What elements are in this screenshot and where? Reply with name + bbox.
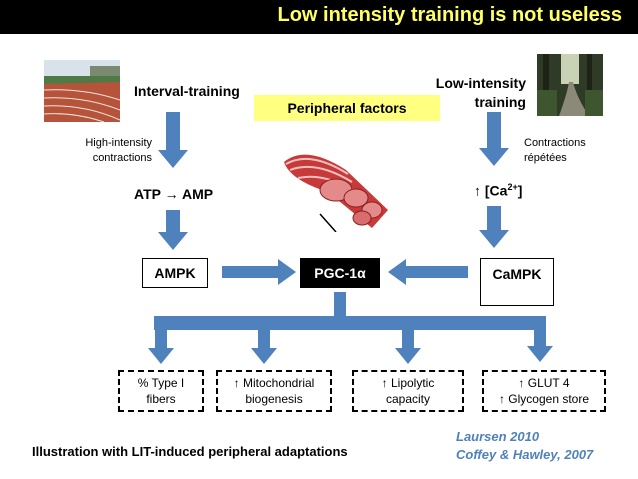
arrow-to-outcome-4 — [527, 330, 553, 362]
references: Laursen 2010 Coffey & Hawley, 2007 — [456, 429, 594, 462]
arrow-down-right-1 — [479, 112, 509, 166]
repeated-contractions-label: Contractions répétées — [524, 137, 586, 164]
high-intensity-contractions-label: High-intensity contractions — [85, 137, 152, 164]
arrow-to-outcome-2 — [251, 330, 277, 364]
calcium-label: ↑ [Ca2+] — [474, 182, 523, 199]
figure-caption: Illustration with LIT-induced peripheral… — [32, 444, 348, 459]
pgc-down-connector — [334, 292, 346, 316]
peripheral-factors-label: Peripheral factors — [254, 95, 440, 121]
muscle-fiber-illustration — [284, 154, 388, 232]
slide-title: Low intensity training is not useless — [277, 4, 622, 26]
outcome-glut4-glycogen: ↑ GLUT 4↑ Glycogen store — [482, 370, 606, 412]
arrow-to-outcome-3 — [395, 330, 421, 364]
arrow-down-left-2 — [158, 210, 188, 250]
atp-amp-label: ATP → AMP — [134, 186, 214, 202]
interval-training-label: Interval-training — [134, 83, 240, 99]
running-track-photo — [44, 60, 120, 122]
pgc1a-box: PGC-1α — [300, 258, 380, 288]
low-intensity-training-label: Low-intensity training — [435, 75, 526, 110]
ampk-box: AMPK — [142, 258, 208, 288]
distribution-bar — [154, 316, 546, 330]
campk-box: CaMPK — [480, 258, 554, 306]
arrow-campk-to-pgc — [388, 259, 468, 285]
forest-path-photo — [537, 54, 603, 116]
title-bar — [0, 0, 638, 34]
arrow-down-left-1 — [158, 112, 188, 168]
arrow-to-outcome-1 — [148, 330, 174, 364]
arrow-down-right-2 — [479, 206, 509, 248]
arrow-ampk-to-pgc — [222, 259, 296, 285]
